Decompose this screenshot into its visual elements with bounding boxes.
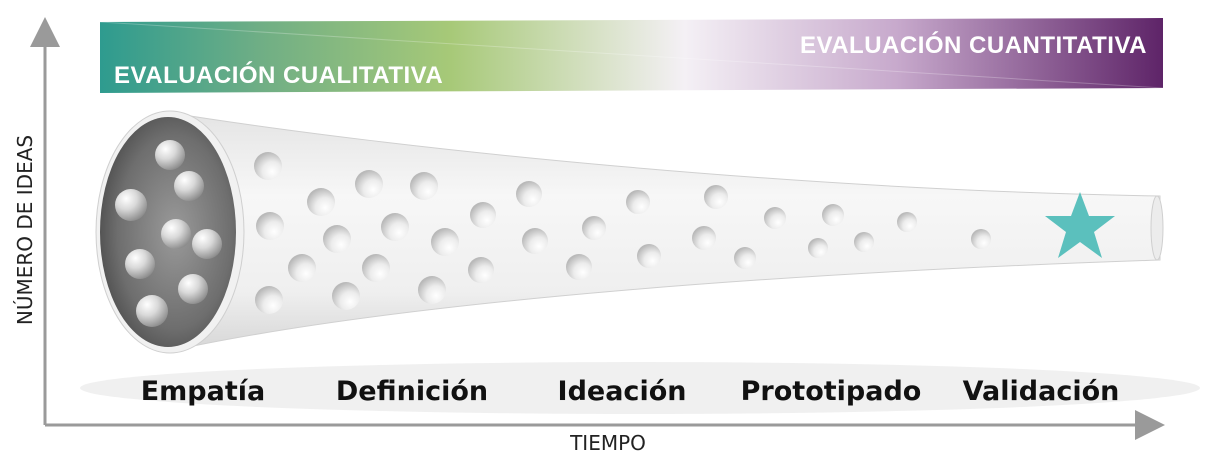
ideas-in-mouth: [115, 140, 222, 327]
quantitative-evaluation-label: EVALUACIÓN CUANTITATIVA: [800, 31, 1147, 59]
idea-dimple: [764, 207, 786, 229]
idea-ball: [155, 140, 185, 170]
banner-divider-light: [99, 21, 1164, 89]
idea-dimple: [704, 185, 728, 209]
idea-dimple: [626, 190, 650, 214]
qualitative-evaluation-label: EVALUACIÓN CUALITATIVA: [114, 61, 443, 89]
idea-dimple: [256, 212, 284, 240]
idea-dimple: [582, 216, 606, 240]
idea-dimple: [971, 229, 991, 249]
idea-dimple: [468, 257, 494, 283]
stage-label-definicion: Definición: [336, 376, 488, 407]
idea-ball: [125, 249, 155, 279]
stage-label-empatia: Empatía: [141, 376, 266, 407]
idea-dimple: [418, 276, 446, 304]
idea-ball: [161, 219, 191, 249]
ideas-in-tube: [254, 152, 991, 314]
banner-shape: [100, 18, 1163, 93]
idea-dimple: [431, 228, 459, 256]
idea-dimple: [897, 212, 917, 232]
funnel-end-cap: [1150, 195, 1164, 261]
idea-ball: [115, 189, 147, 221]
x-axis-label: TIEMPO: [569, 431, 646, 455]
idea-dimple: [307, 188, 335, 216]
idea-dimple: [254, 152, 282, 180]
stage-label-ideacion: Ideación: [558, 376, 687, 407]
idea-dimple: [410, 172, 438, 200]
funnel-body: [164, 111, 1161, 353]
idea-dimple: [362, 254, 390, 282]
idea-dimple: [516, 181, 542, 207]
idea-dimple: [854, 232, 874, 252]
idea-dimple: [381, 213, 409, 241]
idea-dimple: [692, 226, 716, 250]
idea-dimple: [355, 170, 383, 198]
axes: NÚMERO DE IDEAS TIEMPO: [13, 17, 1165, 455]
stage-labels: Empatía Definición Ideación Prototipado …: [141, 376, 1120, 407]
idea-dimple: [822, 204, 844, 226]
idea-dimple: [255, 286, 283, 314]
idea-ball: [136, 295, 168, 327]
idea-dimple: [734, 247, 756, 269]
idea-ball: [174, 171, 204, 201]
idea-funnel: [95, 110, 1164, 354]
funnel-shadow: [80, 362, 1200, 414]
evaluation-banner: EVALUACIÓN CUALITATIVA EVALUACIÓN CUANTI…: [99, 18, 1164, 93]
idea-dimple: [470, 202, 496, 228]
star-icon: [1045, 192, 1115, 258]
idea-ball: [192, 229, 222, 259]
idea-dimple: [566, 254, 592, 280]
stage-label-validacion: Validación: [963, 376, 1120, 407]
idea-dimple: [288, 254, 316, 282]
stage-label-prototipado: Prototipado: [741, 376, 922, 407]
idea-dimple: [332, 282, 360, 310]
idea-ball: [178, 274, 208, 304]
idea-dimple: [323, 225, 351, 253]
y-axis-label: NÚMERO DE IDEAS: [13, 135, 37, 325]
idea-dimple: [637, 244, 661, 268]
idea-dimple: [522, 228, 548, 254]
idea-dimple: [808, 238, 828, 258]
